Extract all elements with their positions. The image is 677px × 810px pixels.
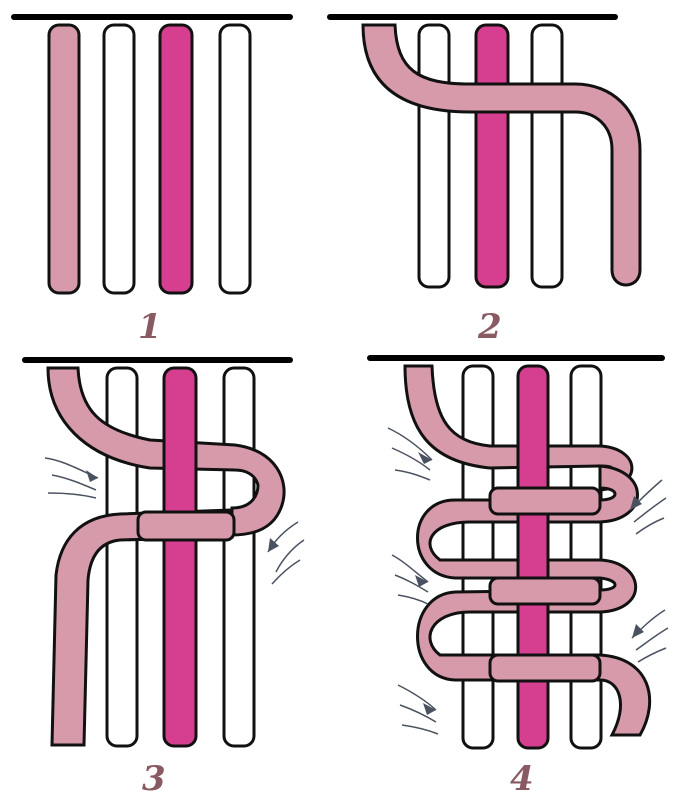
white-cord (463, 366, 493, 748)
panel-step-2: 2 (330, 17, 640, 347)
motion-arrow-left (392, 555, 428, 604)
motion-arrow-right (268, 522, 304, 584)
pink-working-cord (52, 510, 232, 745)
panel-step-1: 1 (14, 17, 290, 347)
step-number-3: 3 (142, 759, 166, 799)
pink-crossing-cord (490, 655, 600, 681)
pink-cord (49, 25, 79, 293)
white-cord (220, 25, 250, 293)
motion-arrow-right (632, 610, 668, 662)
white-cord (104, 25, 134, 293)
step-number-4: 4 (510, 759, 534, 799)
white-cord (571, 366, 601, 748)
magenta-core-cord (160, 25, 192, 293)
pink-crossing-cord (490, 578, 600, 604)
pink-crossing-cord (490, 488, 600, 514)
white-cord (532, 25, 562, 287)
motion-arrow-left (45, 458, 98, 498)
magenta-core-cord (476, 25, 508, 287)
panel-step-4: 4 (370, 358, 668, 799)
motion-arrow-left (398, 685, 438, 734)
pink-crossing-cord (138, 512, 234, 540)
white-cord (107, 368, 137, 746)
step-number-2: 2 (477, 307, 502, 347)
white-cord (224, 368, 254, 746)
panel-step-3: 3 (25, 360, 304, 799)
step-number-1: 1 (138, 307, 162, 347)
magenta-core-cord (164, 368, 196, 746)
white-cord (419, 25, 449, 287)
magenta-core-cord (518, 366, 548, 748)
